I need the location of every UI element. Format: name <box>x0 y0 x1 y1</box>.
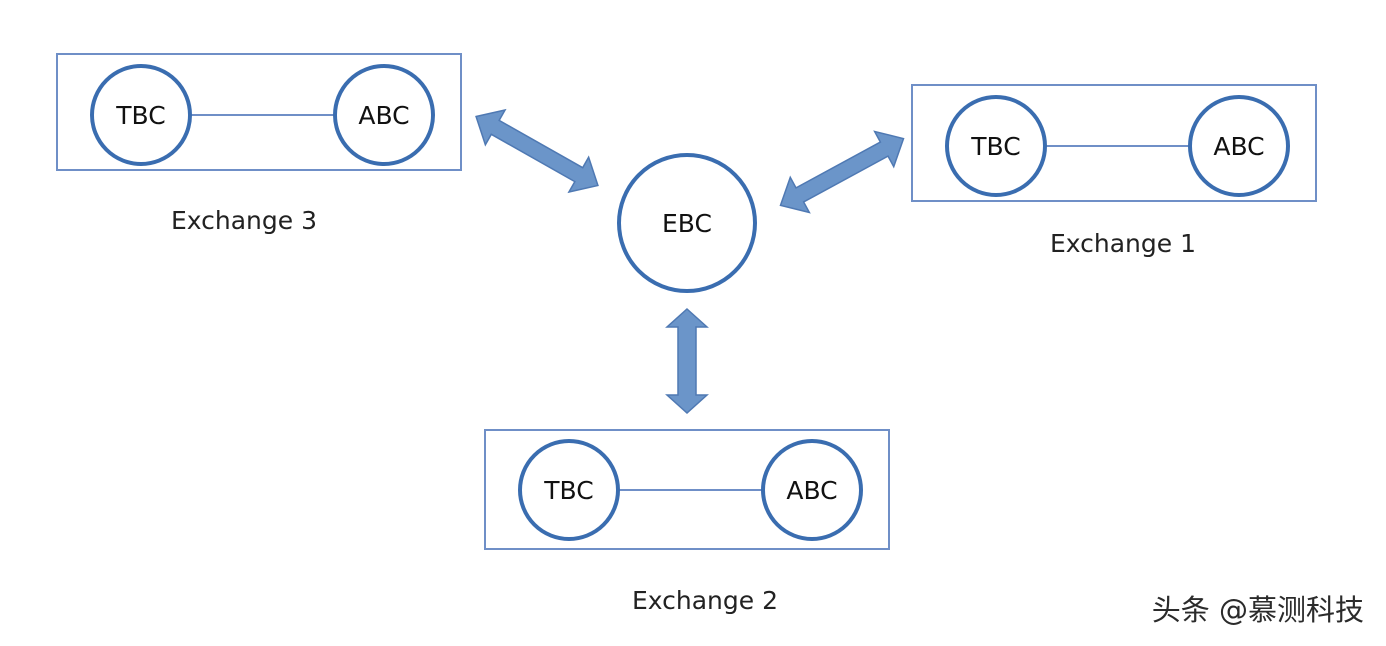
exchange-2-abc-node <box>761 439 863 541</box>
exchange-1-abc-node <box>1188 95 1290 197</box>
double-arrow-ebc-exchange-2 <box>665 307 709 415</box>
exchange-1-tbc-node <box>945 95 1047 197</box>
exchange-3-group: TBC ABC Exchange 3 <box>56 53 462 235</box>
double-arrow-ebc-exchange-1 <box>779 130 905 214</box>
ebc-node <box>617 153 757 293</box>
exchange-3-caption: Exchange 3 <box>171 206 317 235</box>
exchange-3-tbc-node <box>90 64 192 166</box>
exchange-2-group: TBC ABC Exchange 2 <box>484 429 890 615</box>
exchange-3-abc-node <box>333 64 435 166</box>
exchange-2-caption: Exchange 2 <box>632 586 778 615</box>
exchange-1-group: TBC ABC Exchange 1 <box>911 84 1317 258</box>
exchange-1-abc-label: ABC <box>1213 132 1264 161</box>
ebc-label: EBC <box>662 209 712 238</box>
exchange-2-tbc-label: TBC <box>543 476 593 505</box>
exchange-2-abc-label: ABC <box>786 476 837 505</box>
exchange-3-abc-label: ABC <box>358 101 409 130</box>
exchange-1-caption: Exchange 1 <box>1050 229 1196 258</box>
double-arrow-ebc-exchange-3 <box>475 108 599 194</box>
exchange-2-tbc-node <box>518 439 620 541</box>
exchange-3-tbc-label: TBC <box>115 101 165 130</box>
ebc-group: EBC <box>617 153 757 293</box>
watermark-text: 头条 @慕测科技 <box>1152 593 1364 627</box>
exchange-1-tbc-label: TBC <box>970 132 1020 161</box>
